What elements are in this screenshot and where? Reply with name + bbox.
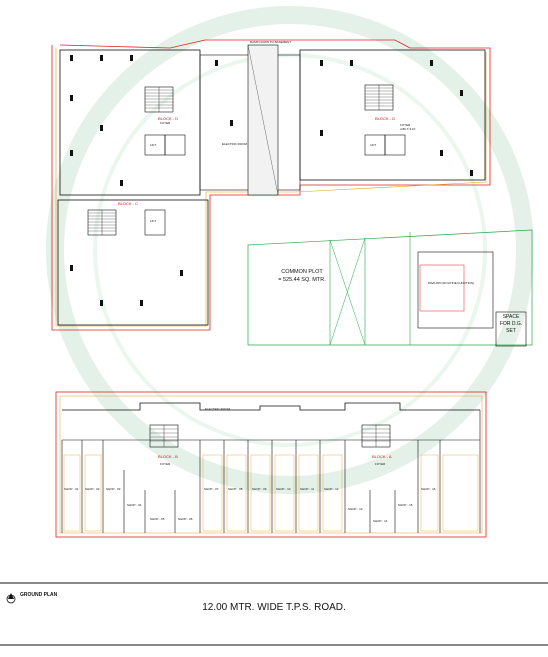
shop-label: SHOP - 11 (300, 487, 315, 491)
label-pavilion: PAVILION (ROUTINE FUNCTION) (428, 281, 474, 285)
dg-set-box (495, 311, 527, 347)
label-block-right: BLOCK - D (375, 116, 395, 121)
label-lift-right: LIFT (370, 143, 376, 147)
shop-label: SHOP - 07 (204, 487, 219, 491)
label-foyer-size: 4.80 X 3.10 (400, 127, 416, 131)
label-lift-c: LIFT (150, 219, 156, 223)
shop-label: SHOP - 02 (85, 487, 100, 491)
shop-setbacks (63, 454, 479, 532)
label-block-b: BLOCK - B (158, 454, 178, 459)
label-ramp: RAMP DOWN TO BASEMENT (250, 40, 291, 44)
shop-label: SHOP - 05 (150, 517, 165, 521)
stair-block-right (364, 84, 394, 111)
common-plot: PAVILION (ROUTINE FUNCTION) (247, 229, 533, 347)
shop-label: SHOP - 04 (127, 503, 142, 507)
shop-label: SHOP - 14 (373, 519, 388, 523)
stair-block-d (144, 86, 174, 113)
label-block-c: BLOCK - C (118, 201, 138, 206)
shop-partitions (81, 440, 441, 533)
shop-label: SHOP - 03 (106, 487, 121, 491)
lower-building: BLOCK - B BLOCK - A FOYER FOYER ELECTRIC… (55, 391, 487, 538)
watermark-seal (46, 6, 534, 494)
stair-block-c (87, 209, 117, 236)
pavilion (417, 251, 494, 329)
stair-block-b (149, 424, 179, 448)
common-plot-label: COMMON PLOT = 525.44 SQ. MTR. (262, 268, 342, 284)
label-foyer-b: FOYER (160, 462, 171, 466)
shop-label: SHOP - 13 (348, 507, 363, 511)
road-band (0, 582, 548, 646)
shop-label: SHOP - 06 (178, 517, 193, 521)
label-lift-d: LIFT (150, 143, 156, 147)
shop-label: SHOP - 16 (421, 487, 436, 491)
dg-set-label: SPACE FOR D.G. SET (499, 314, 523, 334)
stair-block-a (361, 424, 391, 448)
shop-label: SHOP - 01 (64, 487, 79, 491)
common-plot-title: COMMON PLOT (281, 269, 323, 275)
columns-upper (70, 55, 473, 306)
shop-label: SHOP - 12 (324, 487, 339, 491)
upper-building: BLOCK - D BLOCK - D BLOCK - C FOYER FOYE… (51, 39, 491, 331)
label-elec-room-b: ELECTRIC ROOM (205, 407, 231, 411)
common-plot-area: = 525.44 SQ. MTR. (278, 277, 326, 283)
label-foyer-d: FOYER (160, 121, 171, 125)
label-foyer-a: FOYER (375, 462, 386, 466)
lift-c (144, 209, 166, 236)
shop-label: SHOP - 08 (228, 487, 243, 491)
label-block-d: BLOCK - D (158, 116, 178, 121)
label-elec-room: ELECTRIC ROOM (222, 142, 248, 146)
shop-label: SHOP - 09 (252, 487, 267, 491)
shop-label: SHOP - 15 (398, 503, 413, 507)
label-block-a: BLOCK - A (372, 454, 392, 459)
ground-plan-title: GROUND PLAN (20, 592, 58, 598)
shop-label: SHOP - 10 (276, 487, 291, 491)
road-label: 12.00 MTR. WIDE T.P.S. ROAD. (202, 602, 346, 613)
label-foyer-right: FOYER (400, 123, 411, 127)
